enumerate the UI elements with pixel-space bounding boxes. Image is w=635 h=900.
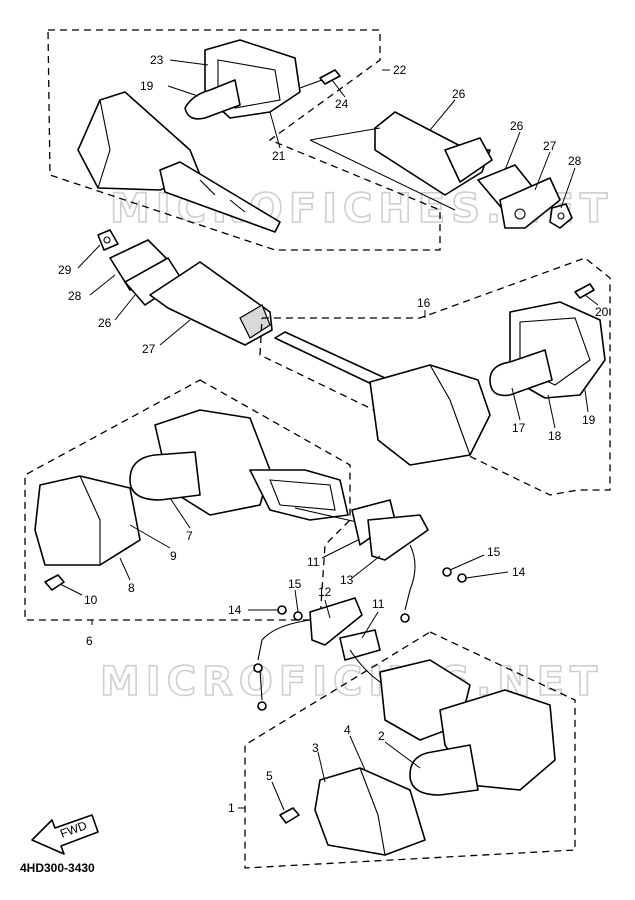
callout-6: 6 (86, 634, 93, 648)
callout-4: 4 (344, 723, 351, 737)
callout-23: 21 (272, 149, 286, 163)
callout-7: 7 (186, 529, 193, 543)
callout-27-left: 27 (142, 342, 156, 356)
callout-14-left: 14 (228, 603, 242, 617)
callout-15-left: 15 (288, 577, 302, 591)
callout-26-upper: 26 (510, 119, 524, 133)
callout-2: 2 (378, 729, 385, 743)
callout-11-lower: 11 (372, 597, 385, 611)
callout-27-top: 26 (452, 87, 466, 101)
assembly-1-outline (244, 631, 576, 869)
callout-12: 12 (318, 585, 332, 599)
stay-assembly-upper (309, 111, 573, 229)
callout-3: 3 (312, 741, 319, 755)
callouts: 23 19 21 24 22 26 26 27 28 29 28 26 27 1… (58, 53, 609, 815)
callout-13: 13 (340, 573, 354, 587)
callout-16: 16 (417, 296, 431, 310)
callout-1: 1 (228, 801, 235, 815)
front-turn-signal-left (34, 409, 349, 591)
callout-19: 18 (548, 429, 562, 443)
callout-29-top: 28 (568, 154, 582, 168)
callout-21: 22 (393, 63, 407, 77)
leader-lines (59, 59, 599, 811)
front-turn-signal-bottom (279, 659, 556, 856)
callout-5: 5 (266, 769, 273, 783)
callout-9: 9 (170, 549, 177, 563)
assembly-16-outline (259, 257, 611, 496)
callout-28-left: 28 (68, 289, 82, 303)
callout-11-upper: 11 (307, 555, 320, 569)
assembly-6-outline (24, 379, 351, 621)
callout-29-left: 29 (58, 263, 72, 277)
callout-26-top: 24 (335, 97, 349, 111)
stay-assembly-left (97, 229, 273, 346)
fwd-arrow: FWD (31, 814, 99, 855)
assembly-21-outline (47, 29, 441, 251)
callout-17: 17 (512, 421, 526, 435)
callout-26-left: 26 (98, 316, 112, 330)
callout-15-right: 15 (487, 545, 501, 559)
callout-24: 23 (150, 53, 164, 67)
callout-28-top: 27 (543, 139, 557, 153)
callout-20: 20 (595, 305, 609, 319)
callout-18: 19 (582, 413, 596, 427)
callout-10: 10 (84, 593, 98, 607)
callout-22: 19 (140, 79, 154, 93)
diagram-code: 4HD300-3430 (20, 861, 95, 875)
rear-turn-signal-right (274, 283, 606, 466)
rear-turn-signal-top (77, 39, 341, 233)
callout-8: 8 (128, 581, 135, 595)
callout-14-right: 14 (512, 565, 526, 579)
center-wiring (253, 499, 467, 711)
